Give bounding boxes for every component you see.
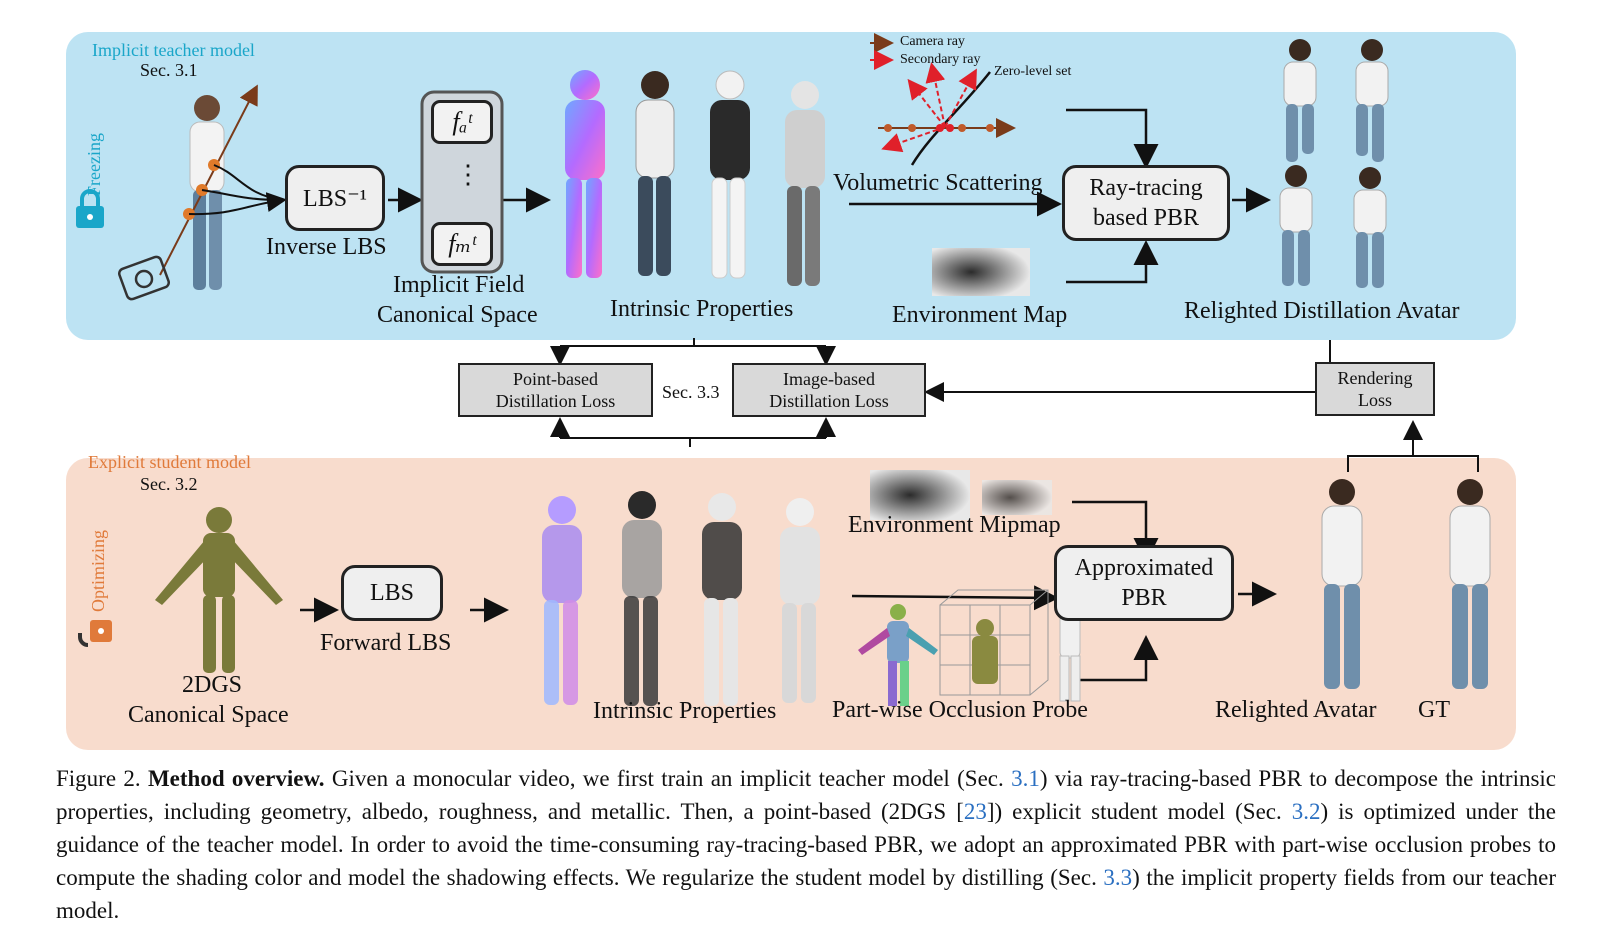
field-top-box: fₐᵗ (431, 100, 493, 144)
teacher-intrinsic-label: Intrinsic Properties (610, 296, 794, 322)
camera-icon (118, 255, 170, 301)
lock-open-icon-student (78, 620, 112, 647)
caption-text-4: ) is optimized under the guidance of the… (56, 799, 1556, 890)
relighted-avatar-image (1321, 479, 1363, 689)
canonical-label-1: 2DGS (182, 672, 243, 698)
inverse-lbs-caption: Inverse LBS (266, 234, 387, 260)
render-loss-line1: Rendering (1337, 368, 1413, 388)
caption-text-1: Given a monocular video, we first train … (324, 766, 1012, 791)
approx-pbr-line2: PBR (1121, 585, 1167, 611)
image-distillation-loss-box: Image-based Distillation Loss (732, 363, 926, 417)
point-loss-line2: Distillation Loss (495, 391, 616, 411)
ray-tracing-pbr-line2: based PBR (1092, 205, 1199, 231)
forward-lbs-caption: Forward LBS (320, 630, 452, 656)
volumetric-scattering-diagram (870, 33, 1016, 166)
zero-level-label: Zero-level set (994, 64, 1072, 79)
caption-text-2: ) via ray-tracing-based PBR to decompose… (56, 766, 1557, 824)
2dgs-canonical-figure (155, 507, 283, 673)
student-intrinsic-figures (542, 491, 820, 706)
caption-bold: Method overview. (147, 766, 325, 791)
ray-tracing-pbr-line1: Ray-tracing (1089, 175, 1203, 201)
student-sec: Sec. 3.2 (140, 474, 198, 494)
canonical-label-2: Canonical Space (128, 702, 289, 728)
approximated-pbr-box: Approximated PBR (1054, 545, 1234, 621)
occlusion-probe-illustration (858, 589, 1081, 706)
forward-lbs-box: LBS (341, 565, 443, 621)
rendering-loss-box: Rendering Loss (1315, 362, 1435, 416)
field-dots: ⋮ (455, 160, 481, 189)
field-caption-2: Canonical Space (377, 302, 538, 328)
lock-icon-teacher (76, 189, 104, 228)
field-caption-1: Implicit Field (393, 272, 525, 298)
teacher-state: Freezing (84, 133, 104, 196)
student-title: Explicit student model (88, 452, 251, 472)
relighted-distillation-avatars (1279, 39, 1389, 288)
teacher-sec: Sec. 3.1 (140, 60, 198, 80)
approx-pbr-line1: Approximated (1074, 555, 1214, 581)
gt-label: GT (1418, 697, 1450, 723)
student-intrinsic-label: Intrinsic Properties (593, 698, 777, 724)
caption-text-5: ) the implicit property fields from our … (56, 865, 1556, 923)
secondary-ray-legend: Secondary ray (900, 52, 981, 67)
environment-mipmap-large (870, 470, 970, 520)
caption-ref-3-2[interactable]: 3.2 (1291, 799, 1321, 824)
teacher-input-person (189, 95, 225, 290)
relighted-avatar-label: Relighted Avatar (1215, 697, 1377, 723)
caption-ref-23[interactable]: 23 (963, 799, 987, 824)
inverse-lbs-box: LBS⁻¹ (285, 165, 385, 231)
distillation-sec: Sec. 3.3 (662, 382, 720, 402)
camera-ray-legend: Camera ray (900, 34, 965, 49)
figure-caption: Figure 2. Method overview. Given a monoc… (56, 762, 1556, 927)
point-distillation-loss-box: Point-based Distillation Loss (458, 363, 653, 417)
field-bottom-box: fₘᵗ (431, 222, 493, 266)
teacher-title: Implicit teacher model (92, 40, 255, 60)
environment-mipmap-small (982, 480, 1052, 515)
student-state: Optimizing (88, 530, 108, 612)
occlusion-probe-label: Part-wise Occlusion Probe (832, 697, 1088, 723)
volumetric-label: Volumetric Scattering (833, 170, 1043, 196)
caption-ref-3-1[interactable]: 3.1 (1011, 766, 1040, 791)
point-loss-line1: Point-based (513, 369, 598, 389)
render-loss-line2: Loss (1357, 390, 1392, 410)
environment-mipmap-label: Environment Mipmap (848, 512, 1061, 538)
caption-ref-3-3[interactable]: 3.3 (1103, 865, 1133, 890)
environment-map-label: Environment Map (892, 302, 1068, 328)
caption-fig: Figure 2. (56, 766, 141, 791)
relighted-distillation-label: Relighted Distillation Avatar (1184, 298, 1460, 324)
teacher-intrinsic-figures (565, 70, 825, 286)
gt-image (1449, 479, 1491, 689)
image-loss-line2: Distillation Loss (769, 391, 889, 411)
caption-text-3: ]) explicit student model (Sec. (986, 799, 1292, 824)
ray-tracing-pbr-box: Ray-tracing based PBR (1062, 165, 1230, 241)
image-loss-line1: Image-based (783, 369, 875, 389)
environment-map-image (932, 248, 1030, 296)
